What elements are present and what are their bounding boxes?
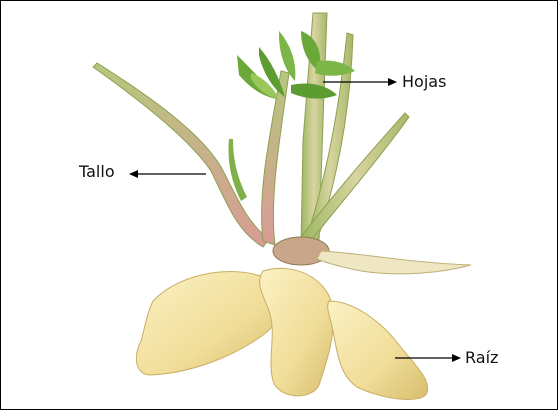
hojas-arrow xyxy=(323,78,397,86)
label-tallo: Tallo xyxy=(79,164,115,180)
label-raiz: Raíz xyxy=(465,350,498,366)
label-hojas: Hojas xyxy=(402,74,446,90)
roots xyxy=(136,268,427,399)
leaves xyxy=(237,31,355,99)
tallo-arrow xyxy=(129,170,206,178)
